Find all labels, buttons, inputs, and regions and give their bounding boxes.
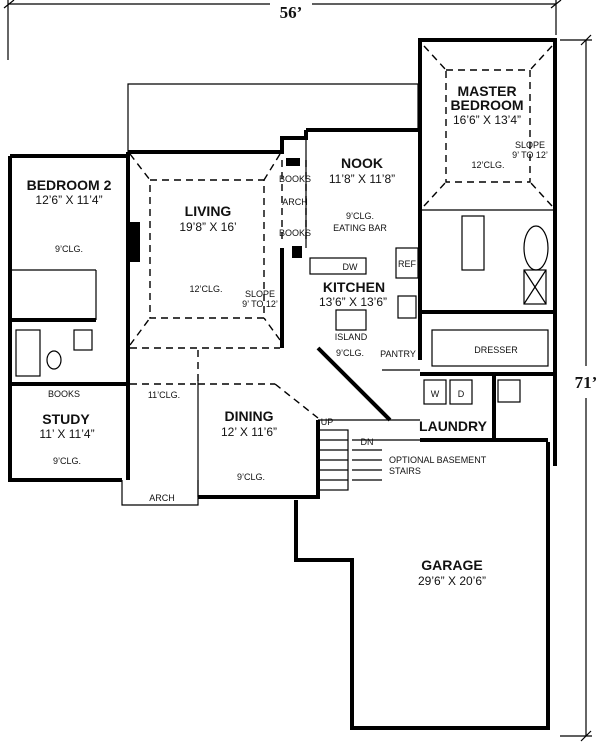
tub-icon: [523, 225, 549, 271]
kitchen-ceiling: 9’CLG.: [336, 348, 364, 358]
living-size: 19’8” X 16’: [179, 220, 236, 234]
column-icon: [292, 246, 302, 258]
overall-width: 56’: [280, 3, 303, 22]
kitchen-island: ISLAND: [335, 332, 368, 342]
eating-bar-icon: [309, 257, 367, 275]
overall-depth: 71’: [575, 373, 598, 392]
stairs-up: UP: [321, 417, 334, 427]
laundry-dryer: D: [458, 389, 465, 399]
stairs: [317, 429, 382, 491]
garage-name: GARAGE: [421, 557, 482, 573]
bedroom2-name: BEDROOM 2: [27, 177, 112, 193]
master-bedroom-slope-line1: SLOPE: [515, 140, 545, 150]
dresser-icon: [431, 329, 549, 367]
study-ceiling: 9’CLG.: [53, 456, 81, 466]
washer-icon: [423, 379, 447, 405]
living-name: LIVING: [185, 203, 232, 219]
dryer-icon: [449, 379, 473, 405]
living-slope-line2: 9’ TO 12’: [242, 299, 278, 309]
column-icon: [286, 158, 300, 166]
living-ceiling: 12’CLG.: [189, 284, 222, 294]
kitchen-ref: REF: [398, 259, 417, 269]
living-slope-line1: SLOPE: [245, 289, 275, 299]
nook-name: NOOK: [341, 155, 383, 171]
overall-width-dimension: [3, 0, 562, 60]
refrigerator-icon: [395, 247, 419, 279]
kitchen-name: KITCHEN: [323, 279, 385, 295]
study-size: 11’ X 11’4”: [39, 427, 94, 441]
master-bedroom-name-line1: MASTER: [457, 83, 516, 99]
master-bedroom-ceiling: 12’CLG.: [471, 160, 504, 170]
study-books: BOOKS: [48, 389, 80, 399]
nook-eating-bar: EATING BAR: [333, 223, 387, 233]
laundry-washer: W: [431, 389, 440, 399]
toilet-icon: [46, 350, 62, 370]
sink-icon: [73, 329, 93, 351]
dining-ceiling: 9’CLG.: [237, 472, 265, 482]
interior-walls: [10, 130, 555, 497]
bedroom2-ceiling: 9’CLG.: [55, 244, 83, 254]
foyer-ceiling: 11’CLG.: [148, 390, 180, 400]
kitchen-dw: DW: [343, 262, 358, 272]
island-icon: [335, 309, 367, 331]
foyer-arch: ARCH: [149, 493, 175, 503]
nook-size: 11’8” X 11’8”: [329, 172, 395, 186]
hall-books-bottom: BOOKS: [279, 228, 311, 238]
overall-depth-dimension: [560, 34, 592, 742]
bedroom2-size: 12’6” X 11’4”: [35, 193, 102, 207]
dining-name: DINING: [225, 408, 274, 424]
fireplace-icon: [130, 222, 140, 262]
stairs-down: DN: [361, 437, 374, 447]
closet-dresser: DRESSER: [474, 345, 518, 355]
vanity-icon: [461, 215, 485, 271]
kitchen-size: 13’6” X 13’6”: [319, 295, 387, 309]
sink-icon: [497, 379, 521, 403]
kitchen-pantry: PANTRY: [380, 349, 416, 359]
master-bedroom-slope-line2: 9’ TO 12’: [512, 150, 548, 160]
hall-arch: ARCH: [282, 197, 308, 207]
stairs-basement-line1: OPTIONAL BASEMENT: [389, 455, 487, 465]
ceiling-lines: [129, 45, 553, 419]
garage-size: 29’6” X 20’6”: [418, 574, 486, 588]
dining-size: 12’ X 11’6”: [221, 425, 277, 439]
range-icon: [397, 295, 417, 319]
master-bedroom-name-line2: BEDROOM: [450, 97, 523, 113]
stairs-basement-line2: STAIRS: [389, 466, 421, 476]
hall-books-top: BOOKS: [279, 174, 311, 184]
study-name: STUDY: [42, 411, 90, 427]
bathtub-icon: [15, 329, 41, 377]
fixtures: [15, 158, 549, 405]
nook-ceiling: 9’CLG.: [346, 211, 374, 221]
laundry-name: LAUNDRY: [419, 418, 488, 434]
exterior-walls: [8, 38, 557, 730]
master-bedroom-size: 16’6” X 13’4”: [453, 113, 521, 127]
shower-icon: [523, 269, 547, 305]
